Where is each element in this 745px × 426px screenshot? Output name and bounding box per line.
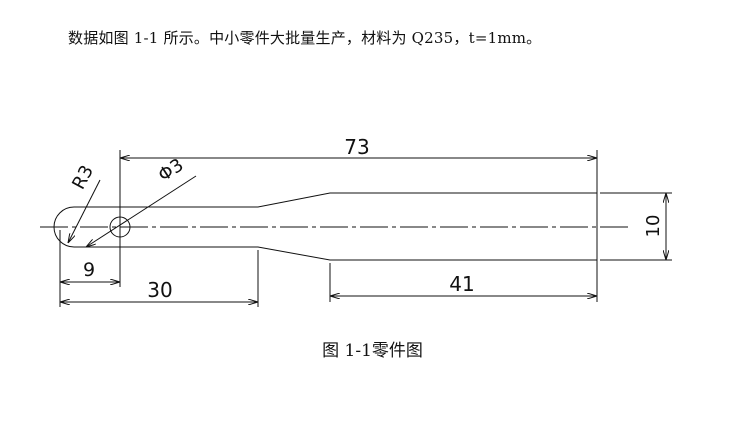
- dim-text-phi3: Φ3: [155, 155, 188, 187]
- dim-text-30: 30: [147, 278, 172, 302]
- dim-text-41: 41: [449, 272, 474, 296]
- dim-text-10: 10: [643, 215, 664, 238]
- part-outline: [53, 192, 598, 261]
- leader-line-r3: [68, 179, 101, 243]
- dim-text-73: 73: [344, 135, 369, 159]
- leader-line-phi3: [86, 175, 197, 247]
- problem-description: 数据如图 1-1 所示。中小零件大批量生产，材料为 Q235，t=1mm。: [68, 29, 542, 47]
- dim-text-9: 9: [83, 259, 95, 281]
- dim-text-r3: R3: [68, 162, 98, 193]
- figure-caption: 图 1-1零件图: [0, 336, 745, 361]
- figure-caption-text: 图 1-1零件图: [322, 341, 423, 361]
